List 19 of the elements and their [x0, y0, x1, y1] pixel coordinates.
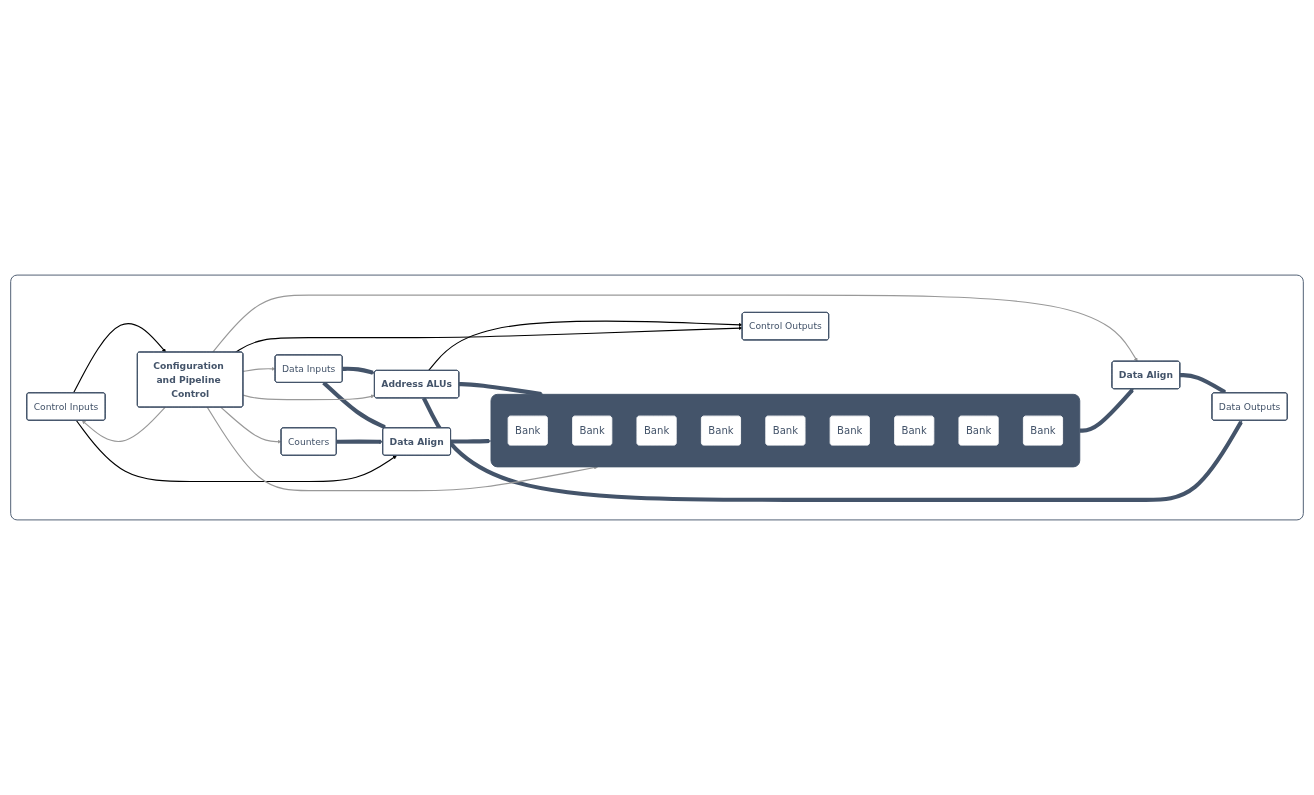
arrow	[336, 439, 384, 444]
arrow	[81, 406, 166, 443]
cluster	[10, 274, 1304, 521]
arrow	[212, 294, 1138, 362]
cluster	[490, 393, 1081, 468]
arrow	[427, 320, 743, 372]
arrow	[421, 397, 1243, 502]
arrow	[206, 406, 598, 492]
arrow	[1079, 388, 1134, 433]
arrow	[242, 366, 276, 372]
arrow	[1180, 373, 1227, 394]
arrow	[322, 381, 387, 430]
arrow	[242, 394, 375, 401]
arrow	[75, 419, 397, 483]
arrow	[220, 406, 282, 444]
arrow	[342, 366, 375, 375]
arrow	[72, 323, 167, 394]
arrow	[235, 326, 743, 353]
arrow	[450, 438, 492, 444]
